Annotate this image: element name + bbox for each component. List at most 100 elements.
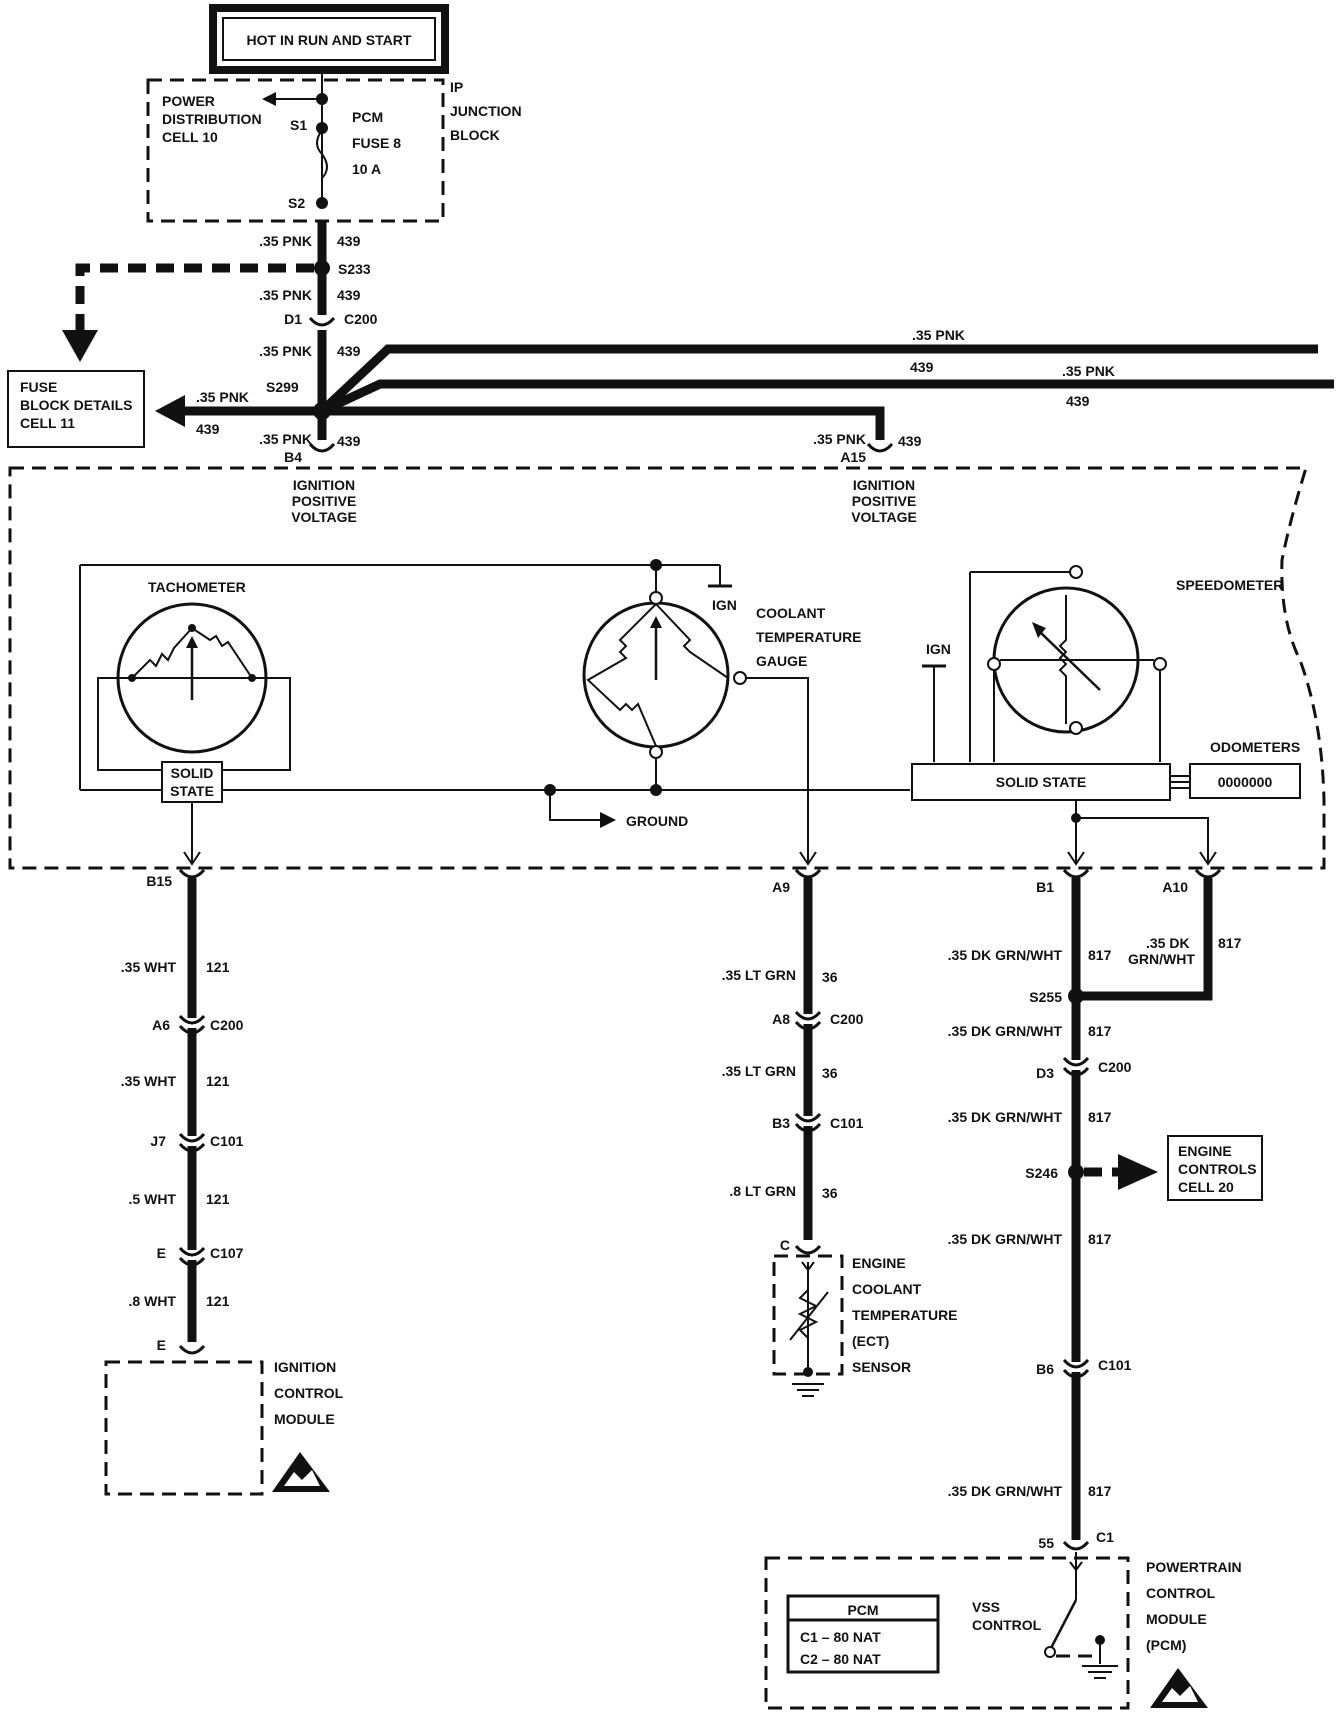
power-distribution-1: POWER — [162, 93, 215, 109]
ip-junction-label-1: IP — [450, 79, 463, 95]
engine-controls-3: CELL 20 — [1178, 1179, 1234, 1195]
esd-warning-icon — [272, 1452, 330, 1492]
fuse-label-3: 10 A — [352, 161, 381, 177]
a10-connector — [1194, 868, 1222, 879]
coolant-gauge-3: GAUGE — [756, 653, 807, 669]
a8-c200-connector — [794, 1020, 822, 1031]
left-end-pin: E — [157, 1337, 166, 1353]
pcm-table-title: PCM — [847, 1602, 878, 1618]
mid-circuit-3: 36 — [822, 1185, 838, 1201]
power-distribution-arrow — [262, 92, 276, 106]
right-circuit-4: 817 — [1088, 1231, 1112, 1247]
s2-splice — [316, 197, 328, 209]
ip-junction-block — [146, 78, 445, 223]
left-wire-3: .5 WHT — [129, 1191, 177, 1207]
fuse-block-3: CELL 11 — [20, 415, 75, 431]
ign-left-2: POSITIVE — [292, 493, 357, 509]
b6-label: B6 — [1036, 1361, 1054, 1377]
s246-label: S246 — [1025, 1165, 1058, 1181]
mid-conn-c200: C200 — [830, 1011, 864, 1027]
b6-c101-label: C101 — [1098, 1357, 1132, 1373]
left-pin-e: E — [157, 1245, 166, 1261]
pcm-connector-table: PCM C1 – 80 NAT C2 – 80 NAT — [786, 1594, 940, 1674]
tach-solid-2: STATE — [170, 783, 214, 799]
left-wire-1: .35 WHT — [121, 959, 177, 975]
left-circuit-1: 121 — [206, 959, 230, 975]
left-wire-2: .35 WHT — [121, 1073, 177, 1089]
left-conn-c200: C200 — [210, 1017, 244, 1033]
b6-c101-connector — [1062, 1368, 1090, 1379]
a10-wire — [1076, 878, 1213, 1001]
pcm-boundary — [764, 1556, 1130, 1710]
mid-wire-2: .35 LT GRN — [722, 1063, 796, 1079]
pin55-label: 55 — [1038, 1535, 1054, 1551]
odometer-digits: 0000000 — [1218, 774, 1273, 790]
mid-wire-1: .35 LT GRN — [722, 967, 796, 983]
pcm-table-row-2: C2 – 80 NAT — [800, 1651, 881, 1667]
s246-splice — [1068, 1164, 1084, 1180]
pcm-label-3: MODULE — [1146, 1611, 1207, 1627]
power-distribution-2: DISTRIBUTION — [162, 111, 262, 127]
s233-label: S233 — [338, 261, 371, 277]
right-wire-3: .35 DK GRN/WHT — [948, 1109, 1063, 1125]
wire-439-branch-1 — [318, 344, 1318, 415]
right-circuit-1: 817 — [1088, 947, 1112, 963]
wire-size-1: .35 PNK — [259, 233, 312, 249]
wire-439-branch-2 — [320, 379, 1334, 416]
c200-top-label: C200 — [344, 311, 378, 327]
mid-pin-a8: A8 — [772, 1011, 790, 1027]
d1-label: D1 — [284, 311, 302, 327]
tach-solid-1: SOLID — [171, 765, 214, 781]
ign-right-3: VOLTAGE — [851, 509, 917, 525]
ect-2: COOLANT — [852, 1281, 922, 1297]
left-conn-c101: C101 — [210, 1133, 244, 1149]
ign-left-1: IGNITION — [293, 477, 355, 493]
d3-c200-label: C200 — [1098, 1059, 1132, 1075]
mid-circuit-2: 36 — [822, 1065, 838, 1081]
speedo-solid-state: SOLID STATE — [996, 774, 1086, 790]
ground-label: GROUND — [626, 813, 688, 829]
right-circuit-3: 817 — [1088, 1109, 1112, 1125]
s1-label: S1 — [290, 117, 307, 133]
coolant-gauge-1: COOLANT — [756, 605, 826, 621]
left-circuit-2: 121 — [206, 1073, 230, 1089]
s299-circuit: 439 — [196, 421, 220, 437]
header-title: HOT IN RUN AND START — [247, 32, 412, 48]
ect-5: SENSOR — [852, 1359, 911, 1375]
b4-connector — [308, 442, 336, 453]
branch1-circuit: 439 — [910, 359, 934, 375]
j7-c101-connector — [178, 1142, 206, 1153]
icm-2: CONTROL — [274, 1385, 344, 1401]
ip-junction-label-3: BLOCK — [450, 127, 500, 143]
mid-wire-3: .8 LT GRN — [729, 1183, 796, 1199]
ign-label-1: IGN — [712, 597, 737, 613]
speedometer-label: SPEEDOMETER — [1176, 577, 1283, 593]
fuse-block-branch-arrow — [155, 395, 185, 427]
s255-label: S255 — [1029, 989, 1062, 1005]
circuit-3: 439 — [337, 343, 361, 359]
left-circuit-3: 121 — [206, 1191, 230, 1207]
ect-4: (ECT) — [852, 1333, 889, 1349]
tachometer-label: TACHOMETER — [148, 579, 246, 595]
d3-c200-connector — [1062, 1066, 1090, 1077]
mid-conn-c101: C101 — [830, 1115, 864, 1131]
ign-left-3: VOLTAGE — [291, 509, 357, 525]
d1-connector — [308, 316, 336, 327]
a15-connector — [866, 442, 894, 453]
pcm-label-2: CONTROL — [1146, 1585, 1216, 1601]
fuse-block-details-box — [7, 370, 145, 448]
branch1-wire-size: .35 PNK — [912, 327, 965, 343]
mid-end-pin: C — [780, 1237, 790, 1253]
right-wire-2: .35 DK GRN/WHT — [948, 1023, 1063, 1039]
right-circuit-5: 817 — [1088, 1483, 1112, 1499]
pcm-label-1: POWERTRAIN — [1146, 1559, 1242, 1575]
s299-wire-size: .35 PNK — [196, 389, 249, 405]
s2-label: S2 — [288, 195, 305, 211]
esd-warning-icon-pcm — [1150, 1668, 1208, 1708]
engine-controls-arrow — [1118, 1154, 1158, 1190]
circuit-2: 439 — [337, 287, 361, 303]
b4-circuit: 439 — [337, 433, 361, 449]
s299-label: S299 — [266, 379, 299, 395]
